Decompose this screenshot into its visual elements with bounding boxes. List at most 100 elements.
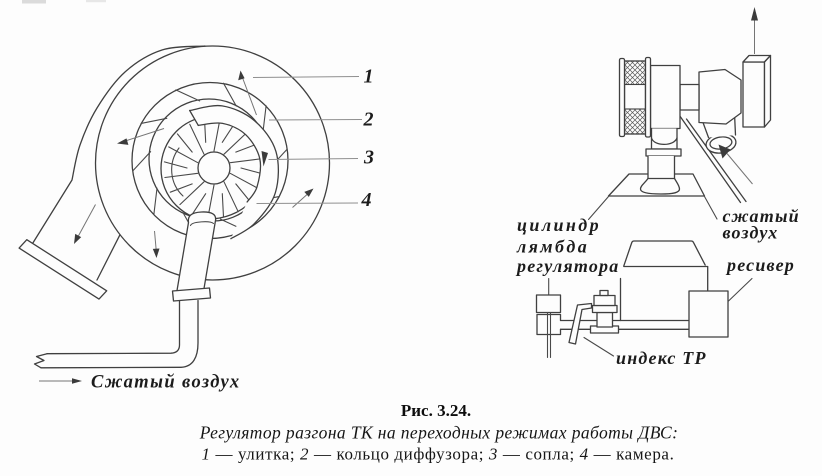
line-art xyxy=(154,230,157,251)
scan-artifacts xyxy=(22,0,106,4)
nozzle-band-inner-edge xyxy=(197,122,262,203)
inlet-lower-tube xyxy=(40,299,199,369)
line-art xyxy=(22,0,46,4)
lambda-bracket xyxy=(536,313,562,336)
line-art xyxy=(86,0,106,3)
line-art xyxy=(647,155,676,180)
line-art xyxy=(72,378,82,384)
line-art xyxy=(175,211,217,295)
index-label: индекс ТР xyxy=(616,348,707,368)
receiver xyxy=(688,290,729,338)
caption-subtitle: Регулятор разгона ТК на переходных режим… xyxy=(199,423,679,443)
line-art xyxy=(742,61,766,128)
cylinder-label-line1: цилиндр xyxy=(517,215,601,235)
inlet-pipe xyxy=(33,211,217,369)
pedestal-skirt xyxy=(639,177,681,195)
line-art xyxy=(242,78,257,116)
impeller xyxy=(163,117,265,219)
impeller-splitter-arc xyxy=(171,147,184,197)
line-art xyxy=(252,76,363,204)
cylinder-label-line3: регулятора xyxy=(515,256,619,276)
line-art xyxy=(74,233,82,244)
air-label-line2: воздух xyxy=(723,223,779,243)
line-art xyxy=(152,248,160,258)
cylinder-label-line2: лямбда xyxy=(516,237,589,257)
line-art xyxy=(751,7,758,21)
air-label-line1: сжатый xyxy=(723,206,800,226)
impeller-blades xyxy=(163,117,265,219)
line-art xyxy=(189,221,215,227)
pedestal-collar xyxy=(645,148,682,157)
line-art xyxy=(77,204,96,237)
compressor-drawing: 1 2 3 4 Сжатый воздух xyxy=(18,45,374,393)
nozzle-band xyxy=(189,104,280,240)
part-leaders xyxy=(252,76,363,204)
caption-title: Рис. 3.24. xyxy=(401,401,471,420)
tp-upper-box xyxy=(593,294,616,307)
casing-circle xyxy=(94,45,331,281)
filter-right-plate xyxy=(644,56,652,138)
discharge-flange xyxy=(18,239,108,300)
line-art xyxy=(650,127,678,139)
line-art xyxy=(651,128,677,140)
valve-neck xyxy=(679,83,700,111)
hose-arrowhead xyxy=(718,144,731,159)
line-art xyxy=(304,188,314,197)
nozzle-band-outer-edge xyxy=(189,104,280,240)
flow-arrows xyxy=(74,70,314,258)
valve-block xyxy=(698,68,742,125)
tp-body xyxy=(596,311,614,328)
nozzle-flow-arrowhead xyxy=(261,151,268,167)
pipe-break-mark xyxy=(33,353,48,369)
part-label-1: 1 xyxy=(364,66,374,88)
inlet-pipe-collar xyxy=(171,287,212,302)
part-label-4: 4 xyxy=(361,189,372,211)
caption-legend: 1 — улитка; 2 — кольцо диффузора; 3 — со… xyxy=(202,445,675,464)
lambda-cylinder xyxy=(535,294,562,314)
line-art xyxy=(124,128,165,142)
artwork-layer: 1 2 3 4 Сжатый воздух xyxy=(18,7,800,464)
filter-element xyxy=(618,56,652,138)
line-art xyxy=(623,240,706,267)
tp-flange xyxy=(591,304,618,314)
tp-index-valve xyxy=(568,289,620,345)
line-art xyxy=(648,156,675,180)
lambda-rod xyxy=(546,311,552,359)
part-label-3: 3 xyxy=(363,147,374,169)
line-art xyxy=(292,193,309,208)
line-art xyxy=(189,105,279,239)
line-art xyxy=(763,54,772,128)
hose-arrow-tail xyxy=(726,153,753,185)
valve-body xyxy=(649,64,681,130)
line-art xyxy=(650,137,678,150)
air-flow-text: Сжатый воздух xyxy=(91,373,241,393)
discharge-pipe-line xyxy=(96,234,121,281)
plate-leader-right xyxy=(703,195,718,220)
line-art xyxy=(117,138,129,145)
line-art xyxy=(623,108,647,135)
volute-spiral xyxy=(30,45,206,247)
nozzle-band-cap xyxy=(189,109,199,127)
filter-left-plate xyxy=(618,57,626,138)
index-leader xyxy=(583,336,615,357)
tp-lever xyxy=(568,302,593,345)
regulator-drawing: цилиндр лямбда регулятора сжатый воздух … xyxy=(515,7,800,368)
air-flow-label-left: Сжатый воздух xyxy=(39,373,241,393)
tank-outline xyxy=(619,240,709,322)
line-art xyxy=(619,266,709,322)
line-art xyxy=(623,60,647,86)
outlet-plate xyxy=(742,54,772,128)
line-art xyxy=(238,70,245,81)
plate-leader-left xyxy=(587,195,610,221)
up-arrow xyxy=(751,7,758,54)
receiver-label: ресивер xyxy=(725,255,795,275)
caption: Рис. 3.24. Регулятор разгона ТК на перех… xyxy=(199,401,679,464)
horizontal-pipe xyxy=(559,319,690,330)
lambda-cylinder-assembly xyxy=(535,277,562,359)
receiver-leader xyxy=(727,277,753,303)
diagonal-pipe xyxy=(678,114,747,204)
impeller-hub xyxy=(197,151,231,185)
pedestal xyxy=(639,127,682,195)
